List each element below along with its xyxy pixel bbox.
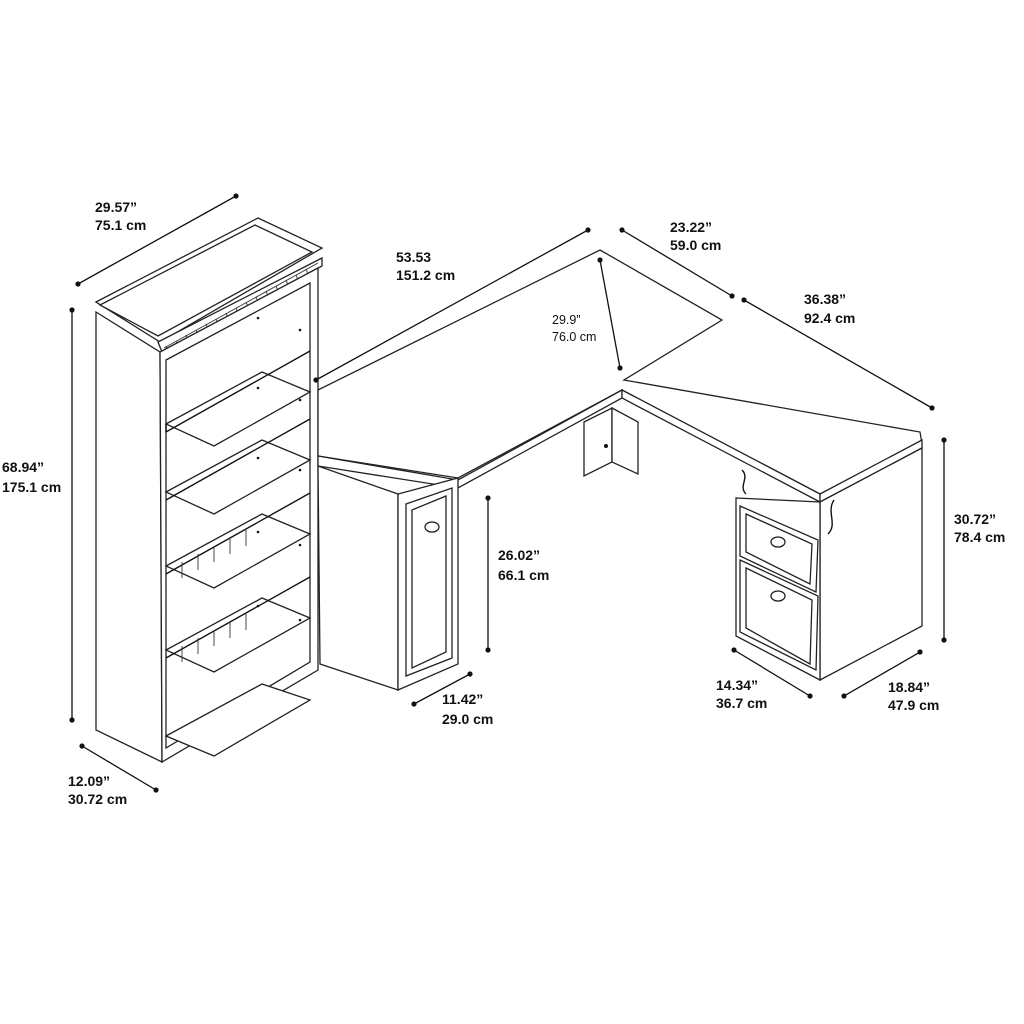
return-depth-metric: 47.9 cm xyxy=(888,697,939,713)
desk-depth-back-imperial: 23.22” xyxy=(670,219,712,235)
bookcase-width-metric: 75.1 cm xyxy=(95,217,146,233)
dim-label-desk-surface-depth: 29.9” 76.0 cm xyxy=(552,313,596,344)
dim-label-desk-return-width: 36.38” 92.4 cm xyxy=(804,291,855,326)
dim-label-desk-height: 30.72” 78.4 cm xyxy=(954,511,1005,545)
desk-surface-depth-imperial: 29.9” xyxy=(552,313,581,327)
desk-depth-back-metric: 59.0 cm xyxy=(670,237,721,253)
desk-surface-depth-metric: 76.0 cm xyxy=(552,330,596,344)
desk-long-side-metric: 151.2 cm xyxy=(396,267,455,283)
dim-label-pedestal-width: 11.42” 29.0 cm xyxy=(442,691,493,727)
dim-label-drawer-unit-width: 14.34” 36.7 cm xyxy=(716,677,767,711)
knee-height-imperial: 26.02” xyxy=(498,547,540,563)
dim-label-desk-depth-back: 23.22” 59.0 cm xyxy=(670,219,721,253)
desk-return-width-imperial: 36.38” xyxy=(804,291,846,307)
l-desk-drawing xyxy=(317,249,923,691)
desk-height-metric: 78.4 cm xyxy=(954,529,1005,545)
dim-label-return-depth: 18.84” 47.9 cm xyxy=(888,679,939,713)
return-depth-imperial: 18.84” xyxy=(888,679,930,695)
bookcase-width-imperial: 29.57” xyxy=(95,199,137,215)
dim-label-bookcase-height: 68.94” 175.1 cm xyxy=(2,459,61,495)
desk-long-side-imperial: 53.53 xyxy=(396,249,431,265)
bookcase-height-metric: 175.1 cm xyxy=(2,479,61,495)
dim-label-desk-long-side: 53.53 151.2 cm xyxy=(396,249,455,283)
bookcase-drawing xyxy=(94,217,324,764)
bookcase-shelves xyxy=(164,350,312,757)
pedestal-width-imperial: 11.42” xyxy=(442,691,483,707)
bookcase-back-slats xyxy=(181,530,247,662)
bookcase-height-imperial: 68.94” xyxy=(2,459,44,475)
shelf-pin-holes xyxy=(256,316,302,622)
desk-return-width-metric: 92.4 cm xyxy=(804,310,855,326)
bookcase-depth-imperial: 12.09” xyxy=(68,773,110,789)
bookcase-depth-metric: 30.72 cm xyxy=(68,791,127,807)
drawer-unit-width-imperial: 14.34” xyxy=(716,677,758,693)
dimension-lines xyxy=(69,193,947,793)
dim-label-bookcase-width: 29.57” 75.1 cm xyxy=(95,199,146,233)
desk-height-imperial: 30.72” xyxy=(954,511,996,527)
knee-height-metric: 66.1 cm xyxy=(498,567,549,583)
dim-label-knee-height: 26.02” 66.1 cm xyxy=(498,547,549,583)
drawer-unit-width-metric: 36.7 cm xyxy=(716,695,767,711)
dim-label-bookcase-depth: 12.09” 30.72 cm xyxy=(68,773,127,807)
pedestal-width-metric: 29.0 cm xyxy=(442,711,493,727)
